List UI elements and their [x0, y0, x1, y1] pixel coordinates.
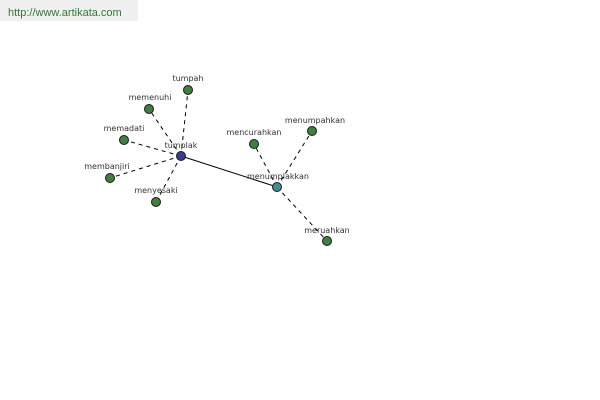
- node-tumpah[interactable]: [183, 85, 193, 95]
- node-tumplak[interactable]: [176, 151, 186, 161]
- node-label-membanjiri[interactable]: membanjiri: [84, 162, 130, 171]
- node-label-mencurahkan[interactable]: mencurahkan: [227, 128, 282, 137]
- edge-tumplak-tumpah: [180, 89, 189, 157]
- node-label-meruahkan[interactable]: meruahkan: [304, 226, 350, 235]
- nodes-layer: [105, 85, 332, 246]
- edges-layer: [109, 89, 328, 242]
- node-label-memadati[interactable]: memadati: [104, 124, 145, 133]
- node-label-menyesaki[interactable]: menyesaki: [134, 186, 177, 195]
- node-menyesaki[interactable]: [151, 197, 161, 207]
- node-memenuhi[interactable]: [144, 104, 154, 114]
- node-menumplakkan[interactable]: [272, 182, 282, 192]
- labels-layer: tumplak menumplakkan tumpah memenuhi memadat…: [84, 74, 350, 235]
- edge-tumplak-memadati: [123, 139, 182, 157]
- node-mencurahkan[interactable]: [249, 139, 259, 149]
- node-memadati[interactable]: [119, 135, 129, 145]
- node-label-menumpahkan[interactable]: menumpahkan: [285, 116, 345, 125]
- node-label-tumpah[interactable]: tumpah: [172, 74, 203, 83]
- edge-menumplakkan-mencurahkan: [253, 143, 278, 188]
- node-label-memenuhi[interactable]: memenuhi: [129, 93, 172, 102]
- site-url-link[interactable]: http://www.artikata.com: [8, 7, 122, 19]
- edge-tumplak-menumplakkan: [180, 155, 278, 188]
- site-banner: http://www.artikata.com: [0, 0, 138, 21]
- node-label-tumplak[interactable]: tumplak: [165, 141, 198, 150]
- node-label-menumplakkan[interactable]: menumplakkan: [247, 172, 309, 181]
- edge-menumplakkan-menumpahkan: [276, 130, 313, 188]
- node-membanjiri[interactable]: [105, 173, 115, 183]
- edge-tumplak-memenuhi: [148, 108, 182, 157]
- node-menumpahkan[interactable]: [307, 126, 317, 136]
- node-meruahkan[interactable]: [322, 236, 332, 246]
- edge-tumplak-menyesaki: [155, 155, 182, 203]
